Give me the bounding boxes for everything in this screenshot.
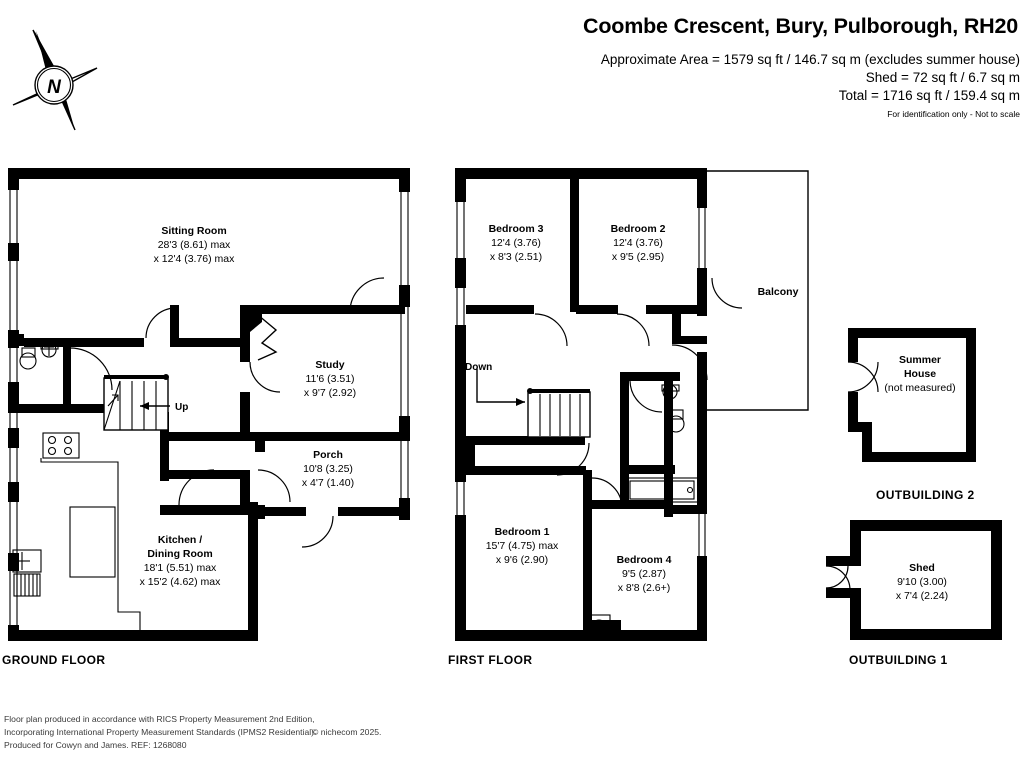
summer-house-walls	[847, 328, 976, 462]
compass-north-label: N	[47, 77, 62, 98]
page-title: Coombe Crescent, Bury, Pulborough, RH20	[583, 14, 1018, 38]
ground-left-windows	[9, 190, 18, 625]
area-summary-line-1: Approximate Area = 1579 sq ft / 146.7 sq…	[601, 52, 1020, 67]
room-label-bedroom-4: Bedroom 4	[617, 554, 672, 566]
footer-line-3: Produced for Cowyn and James. REF: 12680…	[4, 740, 187, 750]
ground-stair-direction-label: Up	[175, 402, 188, 413]
ground-floor-walls	[8, 168, 410, 641]
room-label-summer-house-line-1: Summer	[899, 354, 941, 366]
first-floor-walls	[455, 168, 809, 641]
floor-label-first: FIRST FLOOR	[448, 653, 532, 667]
header-disclaimer: For identification only - Not to scale	[887, 109, 1020, 119]
room-dim-study-1: 11'6 (3.51)	[305, 373, 354, 385]
ground-floor-door-swings	[69, 277, 385, 548]
room-label-bedroom-1: Bedroom 1	[495, 526, 550, 538]
ground-floor-plan: Up Sitting Room 28'3 (8.61) max x 12'4 (…	[2, 168, 410, 667]
first-floor-labels: Bedroom 3 12'4 (3.76) x 8'3 (2.51) Bedro…	[486, 223, 799, 594]
room-dim-bedroom-4-2: x 8'8 (2.6+)	[618, 582, 671, 594]
room-dim-sitting-room-2: x 12'4 (3.76) max	[154, 253, 236, 265]
compass-circle	[34, 65, 74, 105]
shed-walls	[825, 520, 1002, 640]
footer-copyright: © nichecom 2025.	[312, 727, 381, 737]
first-floor-plan: Down Bedroom 3 12'4 (3.76) x 8'3 (2.51) …	[448, 168, 809, 667]
first-stair-direction-label: Down	[465, 362, 492, 373]
room-label-sitting-room: Sitting Room	[161, 225, 226, 237]
summer-house-windows	[863, 424, 938, 461]
room-dim-porch-2: x 4'7 (1.40)	[302, 477, 354, 489]
room-dim-bedroom-3-2: x 8'3 (2.51)	[490, 251, 542, 263]
room-dim-porch-1: 10'8 (3.25)	[303, 463, 353, 475]
room-label-bedroom-3: Bedroom 3	[489, 223, 544, 235]
room-note-summer-house: (not measured)	[884, 382, 955, 394]
room-dim-bedroom-2-1: 12'4 (3.76)	[613, 237, 663, 249]
room-dim-bedroom-3-1: 12'4 (3.76)	[491, 237, 541, 249]
room-label-bedroom-2: Bedroom 2	[611, 223, 666, 235]
room-label-shed: Shed	[909, 562, 935, 574]
footer-line-2: Incorporating International Property Mea…	[4, 727, 316, 737]
ground-floor-fixtures	[12, 342, 141, 630]
shed-door-swing	[825, 565, 851, 591]
room-label-study: Study	[315, 359, 344, 371]
sink-icon	[12, 549, 42, 573]
room-dim-bedroom-1-1: 15'7 (4.75) max	[486, 540, 559, 552]
ground-right-windows	[400, 192, 409, 498]
room-dim-shed-2: x 7'4 (2.24)	[896, 590, 948, 602]
room-label-balcony: Balcony	[758, 286, 799, 298]
ground-floor-labels: Sitting Room 28'3 (8.61) max x 12'4 (3.7…	[140, 225, 357, 588]
room-dim-bedroom-2-2: x 9'5 (2.95)	[612, 251, 664, 263]
floor-label-outbuilding-2: OUTBUILDING 2	[876, 488, 975, 502]
footer-line-1: Floor plan produced in accordance with R…	[4, 714, 315, 724]
porch-windows	[265, 508, 408, 515]
hob-icon	[42, 432, 80, 459]
outbuilding-2-plan: Summer House (not measured) OUTBUILDING …	[847, 328, 976, 502]
kitchen-island	[69, 506, 116, 578]
compass-inner-circle	[36, 67, 72, 103]
room-dim-bedroom-4-1: 9'5 (2.87)	[622, 568, 666, 580]
bath-icon	[625, 477, 699, 503]
area-summary-line-2: Shed = 72 sq ft / 6.7 sq m	[866, 70, 1020, 85]
room-dim-kitchen-1: 18'1 (5.51) max	[144, 562, 217, 574]
first-floor-door-swings	[534, 277, 743, 509]
summer-house-door-swing	[847, 361, 879, 393]
room-dim-kitchen-2: x 15'2 (4.62) max	[140, 576, 222, 588]
footer-block: Floor plan produced in accordance with R…	[4, 714, 381, 750]
room-label-kitchen-line-1: Kitchen /	[158, 534, 202, 546]
compass-rose: N	[12, 29, 98, 131]
floor-label-outbuilding-1: OUTBUILDING 1	[849, 653, 948, 667]
first-left-windows	[456, 202, 465, 515]
room-label-summer-house-line-2: House	[904, 368, 936, 380]
room-dim-bedroom-1-2: x 9'6 (2.90)	[496, 554, 548, 566]
toilet-icon-first	[667, 415, 685, 433]
room-dim-study-2: x 9'7 (2.92)	[304, 387, 356, 399]
first-floor-staircase: Down	[465, 362, 591, 438]
room-label-kitchen-line-2: Dining Room	[147, 548, 212, 560]
kitchen-right-window	[249, 537, 257, 620]
area-summary-line-3: Total = 1716 sq ft / 159.4 sq m	[839, 88, 1020, 103]
toilet-icon	[19, 352, 37, 370]
floor-label-ground: GROUND FLOOR	[2, 653, 105, 667]
ground-floor-staircase: Up	[103, 374, 188, 431]
header-block: Coombe Crescent, Bury, Pulborough, RH20 …	[583, 14, 1020, 119]
outbuilding-1-plan: Shed 9'10 (3.00) x 7'4 (2.24) OUTBUILDIN…	[825, 520, 1002, 667]
room-label-porch: Porch	[313, 449, 343, 461]
basin-icon-ensuite	[591, 619, 607, 635]
room-dim-sitting-room-1: 28'3 (8.61) max	[158, 239, 231, 251]
balcony-outline	[707, 170, 809, 411]
first-floor-fixtures	[587, 384, 699, 636]
room-dim-shed-1: 9'10 (3.00)	[897, 576, 947, 588]
first-right-windows	[698, 208, 706, 556]
